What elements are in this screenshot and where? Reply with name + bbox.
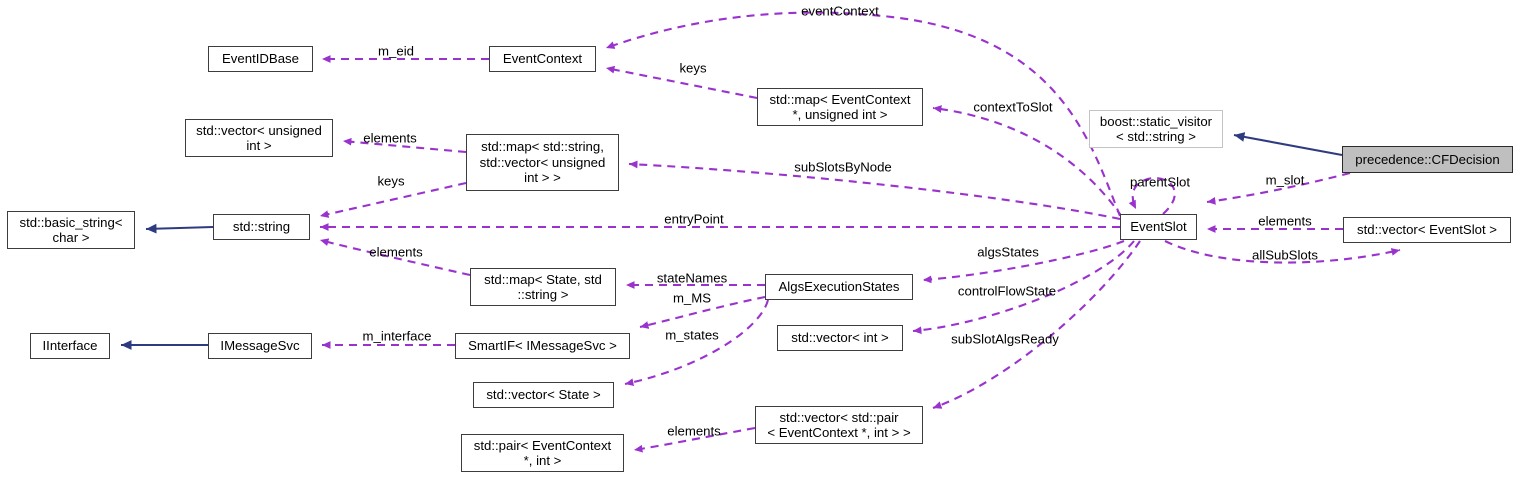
edge-label-entryPoint: entryPoint — [664, 211, 724, 227]
edge-label-keys_str: keys — [377, 173, 405, 189]
edge-label-keys_ctx: keys — [679, 60, 707, 76]
edge-label-controlFlowState: controlFlowState — [957, 283, 1057, 299]
edge-label-m_interface: m_interface — [362, 328, 432, 344]
class-node-eventslot[interactable]: EventSlot — [1120, 214, 1197, 240]
edge-label-parentSlot: parentSlot — [1129, 174, 1191, 190]
class-node-vecint[interactable]: std::vector< int > — [777, 325, 903, 351]
class-node-vecunsigned[interactable]: std::vector< unsigned int > — [185, 119, 333, 157]
class-node-pairctxint[interactable]: std::pair< EventContext *, int > — [461, 434, 624, 472]
edge-label-elements_mapstate: elements — [369, 244, 423, 260]
class-node-basicstring[interactable]: std::basic_string< char > — [7, 211, 135, 249]
edge-label-m_states: m_states — [665, 327, 719, 343]
edge-label-m_eid: m_eid — [378, 43, 414, 59]
class-node-eventcontext[interactable]: EventContext — [489, 46, 596, 72]
edge-label-stateNames: stateNames — [656, 270, 728, 286]
class-node-eventidbase[interactable]: EventIDBase — [208, 46, 313, 72]
edge-label-elements_slot: elements — [1258, 213, 1312, 229]
class-node-mapctxuint[interactable]: std::map< EventContext *, unsigned int > — [757, 88, 923, 126]
edge-label-allSubSlots: allSubSlots — [1252, 247, 1318, 263]
edge-label-subSlotsByNode: subSlotsByNode — [794, 159, 892, 175]
class-node-vececslot[interactable]: std::vector< EventSlot > — [1343, 217, 1511, 243]
class-node-mapstatestr[interactable]: std::map< State, std ::string > — [470, 268, 616, 306]
class-node-staticvisitor[interactable]: boost::static_visitor < std::string > — [1089, 110, 1223, 148]
edge-label-elements_pair: elements — [667, 423, 721, 439]
edge-label-contextToSlot: contextToSlot — [973, 99, 1053, 115]
class-node-algsexec[interactable]: AlgsExecutionStates — [765, 274, 913, 300]
class-node-vecstate[interactable]: std::vector< State > — [473, 382, 614, 408]
class-node-cfdecision[interactable]: precedence::CFDecision — [1342, 146, 1513, 173]
class-node-stdstring[interactable]: std::string — [213, 214, 310, 240]
edge-subSlotAlgsReady — [932, 240, 1141, 409]
edge-label-m_MS: m_MS — [672, 290, 712, 306]
edge-inherit-basicstring — [145, 223, 214, 234]
class-node-vecpair[interactable]: std::vector< std::pair < EventContext *,… — [755, 406, 923, 444]
edge-label-elements_vecuint: elements — [363, 130, 417, 146]
edge-label-eventContext: eventContext — [801, 3, 879, 19]
class-node-mapstrvec[interactable]: std::map< std::string, std::vector< unsi… — [466, 134, 619, 191]
edge-label-subSlotAlgsReady: subSlotAlgsReady — [951, 331, 1059, 347]
class-node-imessagesvc[interactable]: IMessageSvc — [208, 333, 312, 359]
edge-label-m_slot: m_slot — [1265, 172, 1305, 188]
class-node-iinterface[interactable]: IInterface — [30, 333, 110, 359]
class-node-smartif[interactable]: SmartIF< IMessageSvc > — [455, 333, 630, 359]
edge-label-algsStates: algsStates — [977, 244, 1039, 260]
edge-inherit-staticvisitor — [1233, 132, 1343, 157]
